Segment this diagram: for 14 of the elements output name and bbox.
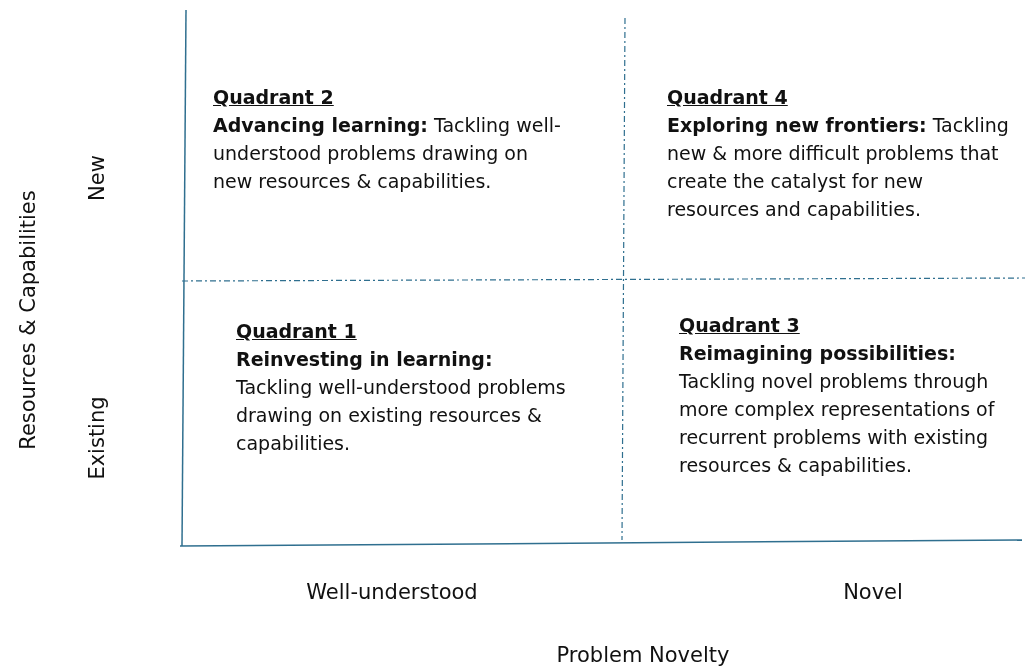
quadrant-heading: Quadrant 3	[679, 313, 800, 338]
quadrant-heading: Quadrant 4	[667, 85, 788, 110]
axis-category: New	[85, 155, 109, 201]
quadrant-description: Reimagining possibilities: Tackling novel problems through more complex representations of recurrent problems with existing resources & capabilities.	[679, 341, 996, 478]
quadrant-heading: Quadrant 1	[236, 319, 357, 344]
axis-title: Problem Novelty	[556, 643, 730, 667]
quadrant-description: Exploring new frontiers: Tackling new & more difficult problems that create the catalyst for new resources and capabilities.	[667, 113, 1010, 222]
quadrant-description: Advancing learning: Tackling well-understood problems drawing on new resources & capabilities.	[213, 113, 562, 194]
axis-category: Novel	[843, 580, 903, 604]
axis-category: Well-understood	[306, 580, 478, 604]
axis-title: Resources & Capabilities	[16, 190, 40, 450]
quadrant-description: Reinvesting in learning: Tackling well-understood problems drawing on existing resources & capabilities.	[236, 347, 567, 456]
axis-category: Existing	[85, 396, 109, 480]
quadrant-heading: Quadrant 2	[213, 85, 334, 110]
